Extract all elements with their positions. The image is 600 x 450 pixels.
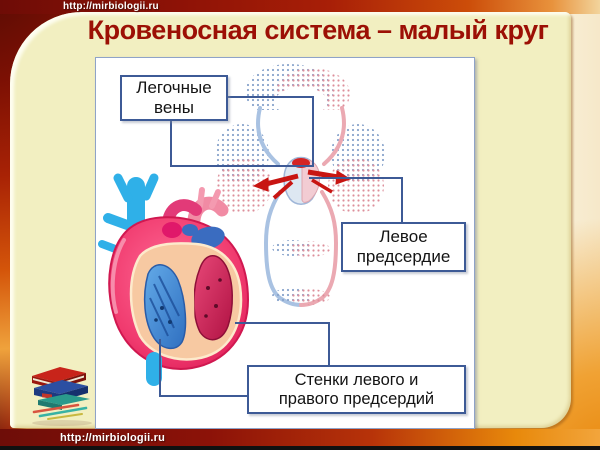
label-box-left-atrium: Левое предсердие <box>341 222 466 272</box>
connector-left-atrium-2 <box>401 177 403 222</box>
label-line: Стенки левого и <box>294 370 419 389</box>
slide-title: Кровеносная система – малый круг <box>87 15 549 45</box>
label-line: правого предсердий <box>278 389 435 408</box>
site-url-bottom: http://mirbiologii.ru <box>60 432 166 444</box>
heart-cross-section <box>98 173 250 386</box>
connector-left-atrium-1 <box>309 177 403 179</box>
connector-atria-walls-1 <box>235 322 330 324</box>
books-stack-icon <box>32 367 92 426</box>
bottom-black-strip <box>0 446 600 450</box>
site-url-top: http://mirbiologii.ru <box>63 1 159 12</box>
connector-pulmonary-veins-4 <box>170 165 314 167</box>
connector-atria-walls-3 <box>159 339 161 397</box>
label-line: вены <box>154 98 194 117</box>
label-line: Легочные <box>136 78 212 98</box>
connector-atria-walls-2 <box>328 322 330 365</box>
label-box-pulmonary-veins: Легочные вены <box>120 75 228 121</box>
anatomy-illustration <box>98 64 385 386</box>
connector-pulmonary-veins-3 <box>170 121 172 167</box>
label-line: предсердие <box>356 247 451 266</box>
connector-pulmonary-veins-1 <box>228 96 314 98</box>
bottom-red-strip <box>0 429 600 446</box>
diagram-canvas: Легочные вены Левое предсердие Стенки ле… <box>95 57 475 429</box>
pulmonary-circulation-scheme <box>215 64 385 307</box>
label-line: Левое <box>379 227 428 247</box>
connector-pulmonary-veins-2 <box>312 96 314 166</box>
top-red-strip <box>0 0 600 14</box>
label-box-atria-walls: Стенки левого и правого предсердий <box>247 365 466 414</box>
connector-atria-walls-4 <box>159 395 247 397</box>
